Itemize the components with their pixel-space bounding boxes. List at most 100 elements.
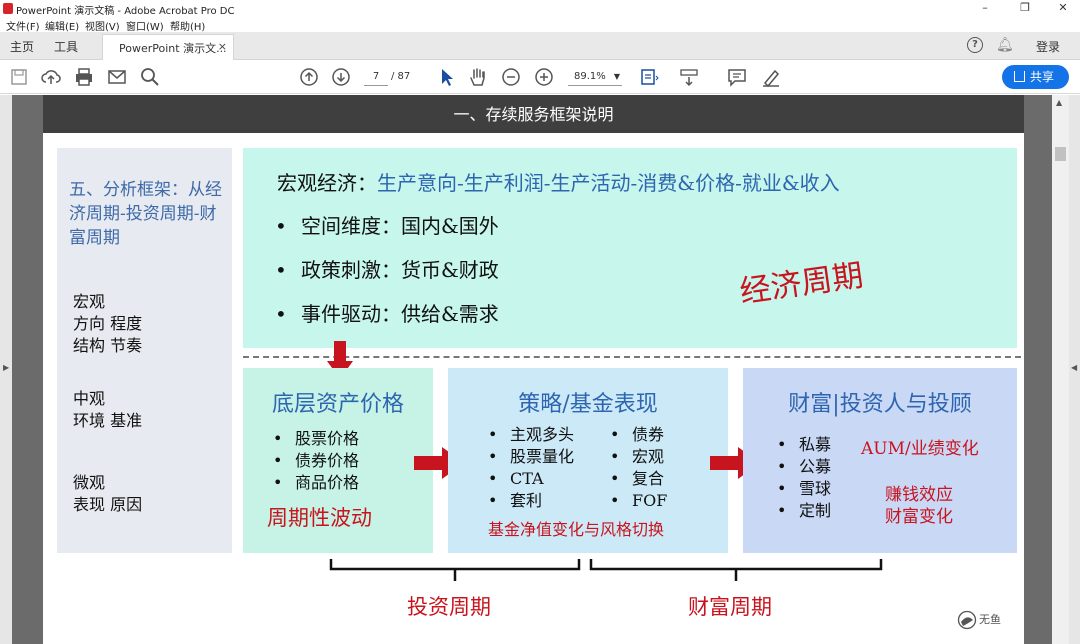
list-item: •股票量化 bbox=[488, 447, 575, 466]
macro-block: 宏观 方向 程度 结构 节奏 bbox=[73, 291, 142, 357]
menu-file[interactable]: 文件(F) bbox=[6, 22, 40, 33]
previous-page-icon[interactable] bbox=[298, 66, 320, 88]
menu-help[interactable]: 帮助(H) bbox=[170, 22, 206, 33]
menu-edit[interactable]: 编辑(E) bbox=[45, 22, 80, 33]
aum-performance-label: AUM/业绩变化 bbox=[861, 439, 979, 459]
list-item: •主观多头 bbox=[488, 425, 575, 444]
share-button[interactable]: 共享 bbox=[1002, 65, 1069, 89]
login-button[interactable]: 登录 bbox=[1036, 40, 1061, 54]
vertical-scrollbar[interactable]: ▲ ◀ bbox=[1052, 95, 1080, 644]
window-title: PowerPoint 演示文稿 - Adobe Acrobat Pro DC bbox=[16, 6, 235, 17]
close-tab-icon[interactable]: × bbox=[217, 40, 227, 53]
zoom-select[interactable]: 89.1% ▼ bbox=[568, 68, 622, 86]
fund-nav-change-label: 基金净值变化与风格切换 bbox=[488, 520, 665, 539]
zoom-out-icon[interactable] bbox=[500, 66, 522, 88]
left-panel-toggle[interactable]: ▶ bbox=[0, 95, 12, 644]
scroll-up-icon[interactable]: ▲ bbox=[1056, 98, 1063, 107]
notification-bell-icon[interactable]: 🔔︎ bbox=[996, 37, 1014, 53]
wealth-cycle-label: 财富周期 bbox=[688, 595, 772, 619]
close-window-button[interactable]: ✕ bbox=[1058, 1, 1068, 14]
meso-items: 环境 基准 bbox=[73, 411, 143, 430]
scroll-mode-icon[interactable] bbox=[678, 66, 700, 88]
logo-text: 无鱼 bbox=[979, 613, 1001, 626]
asset-price-title: 底层资产价格 bbox=[271, 392, 404, 417]
macro-label: 宏观 bbox=[73, 292, 106, 311]
list-item: •私募 bbox=[777, 435, 832, 454]
investment-cycle-label: 投资周期 bbox=[407, 595, 491, 619]
analysis-framework-panel: 五、分析框架：从经济周期-投资周期-财富周期 宏观 方向 程度 结构 节奏 中观… bbox=[57, 148, 232, 553]
strategy-fund-title: 策略/基金表现 bbox=[518, 392, 658, 417]
strategy-list-left: •主观多头 •股票量化 •CTA •套利 bbox=[488, 424, 574, 512]
cyclical-fluctuation-label: 周期性波动 bbox=[267, 506, 372, 530]
share-icon bbox=[1014, 71, 1025, 82]
list-item: •CTA bbox=[488, 469, 544, 488]
macro-economy-box: 宏观经济：生产意向-生产利润-生产活动-消费&价格-就业&收入 •空间维度：国内… bbox=[243, 148, 1017, 348]
save-icon[interactable] bbox=[8, 66, 30, 88]
list-item: •定制 bbox=[777, 501, 832, 520]
list-item: •FOF bbox=[610, 491, 668, 510]
help-icon[interactable]: ? bbox=[967, 37, 983, 53]
tab-tools[interactable]: 工具 bbox=[54, 40, 79, 54]
list-item: •股票价格 bbox=[273, 429, 360, 448]
document-tab-label: PowerPoint 演示文... bbox=[119, 42, 227, 55]
list-item: •商品价格 bbox=[273, 473, 360, 492]
list-item: •债券价格 bbox=[273, 451, 360, 470]
macro-economy-heading: 宏观经济：生产意向-生产利润-生产活动-消费&价格-就业&收入 bbox=[277, 167, 840, 196]
asset-price-list: •股票价格 •债券价格 •商品价格 bbox=[273, 428, 359, 494]
macro-bullet: •事件驱动：供给&需求 bbox=[275, 302, 499, 326]
hand-tool-icon[interactable] bbox=[467, 66, 489, 88]
wealth-cycle-bracket bbox=[589, 559, 883, 581]
macro-head-chain: 生产意向-生产利润-生产活动-消费&价格-就业&收入 bbox=[377, 171, 840, 195]
print-icon[interactable] bbox=[73, 66, 95, 88]
next-page-icon[interactable] bbox=[330, 66, 352, 88]
economic-cycle-label: 经济周期 bbox=[737, 257, 866, 311]
chevron-left-icon[interactable]: ◀ bbox=[1071, 363, 1078, 372]
macro-items: 方向 程度 bbox=[73, 314, 143, 333]
cloud-upload-icon[interactable] bbox=[40, 66, 62, 88]
wealth-investor-title: 财富|投资人与投顾 bbox=[788, 392, 972, 417]
menu-window[interactable]: 窗口(W) bbox=[126, 22, 164, 33]
dashed-divider bbox=[243, 356, 1021, 358]
acrobat-icon bbox=[3, 3, 13, 14]
tab-home[interactable]: 主页 bbox=[10, 40, 35, 54]
list-item: •套利 bbox=[488, 491, 543, 510]
wealth-change-label: 财富变化 bbox=[885, 507, 953, 527]
chevron-right-icon: ▶ bbox=[3, 363, 10, 372]
tab-document[interactable]: PowerPoint 演示文... × bbox=[102, 34, 234, 60]
slide-header: 一、存续服务框架说明 bbox=[43, 95, 1024, 133]
macro-bullet: •空间维度：国内&国外 bbox=[275, 214, 499, 238]
restore-button[interactable]: ❐ bbox=[1020, 1, 1030, 14]
list-item: •复合 bbox=[610, 469, 665, 488]
meso-block: 中观 环境 基准 bbox=[73, 388, 142, 432]
micro-items: 表现 原因 bbox=[73, 495, 143, 514]
email-icon[interactable] bbox=[106, 66, 128, 88]
page-number-input[interactable]: 7 bbox=[364, 68, 388, 86]
comment-icon[interactable] bbox=[726, 66, 748, 88]
zoom-in-icon[interactable] bbox=[533, 66, 555, 88]
tab-bar: 主页 工具 PowerPoint 演示文... × ? 🔔︎ 登录 bbox=[0, 32, 1080, 60]
product-list: •私募 •公募 •雪球 •定制 bbox=[777, 434, 831, 522]
wealth-investor-box: 财富|投资人与投顾 •私募 •公募 •雪球 •定制 AUM/业绩变化 赚钱效应 … bbox=[743, 368, 1017, 553]
scroll-track[interactable] bbox=[1052, 95, 1069, 644]
scroll-thumb[interactable] bbox=[1055, 147, 1066, 161]
menu-view[interactable]: 视图(V) bbox=[85, 22, 120, 33]
asset-price-box: 底层资产价格 •股票价格 •债券价格 •商品价格 周期性波动 bbox=[243, 368, 433, 553]
zoom-value: 89.1% bbox=[574, 71, 606, 82]
macro-items-2: 结构 节奏 bbox=[73, 336, 143, 355]
page-total: / 87 bbox=[391, 71, 411, 82]
strategy-list-right: •债券 •宏观 •复合 •FOF bbox=[610, 424, 667, 512]
list-item: •公募 bbox=[777, 457, 832, 476]
select-cursor-icon[interactable] bbox=[436, 66, 458, 88]
macro-bullet: •政策刺激：货币&财政 bbox=[275, 258, 499, 282]
strategy-fund-box: 策略/基金表现 •主观多头 •股票量化 •CTA •套利 •债券 •宏观 •复合… bbox=[448, 368, 728, 553]
chevron-down-icon: ▼ bbox=[613, 72, 620, 81]
highlight-pen-icon[interactable] bbox=[760, 66, 782, 88]
micro-block: 微观 表现 原因 bbox=[73, 472, 142, 516]
search-icon[interactable] bbox=[139, 66, 161, 88]
share-label: 共享 bbox=[1030, 70, 1055, 84]
minimize-button[interactable]: – bbox=[982, 1, 988, 14]
fit-page-icon[interactable] bbox=[638, 66, 660, 88]
macro-head-prefix: 宏观经济： bbox=[277, 171, 377, 195]
list-item: •雪球 bbox=[777, 479, 832, 498]
pdf-page: 一、存续服务框架说明 五、分析框架：从经济周期-投资周期-财富周期 宏观 方向 … bbox=[43, 95, 1024, 644]
